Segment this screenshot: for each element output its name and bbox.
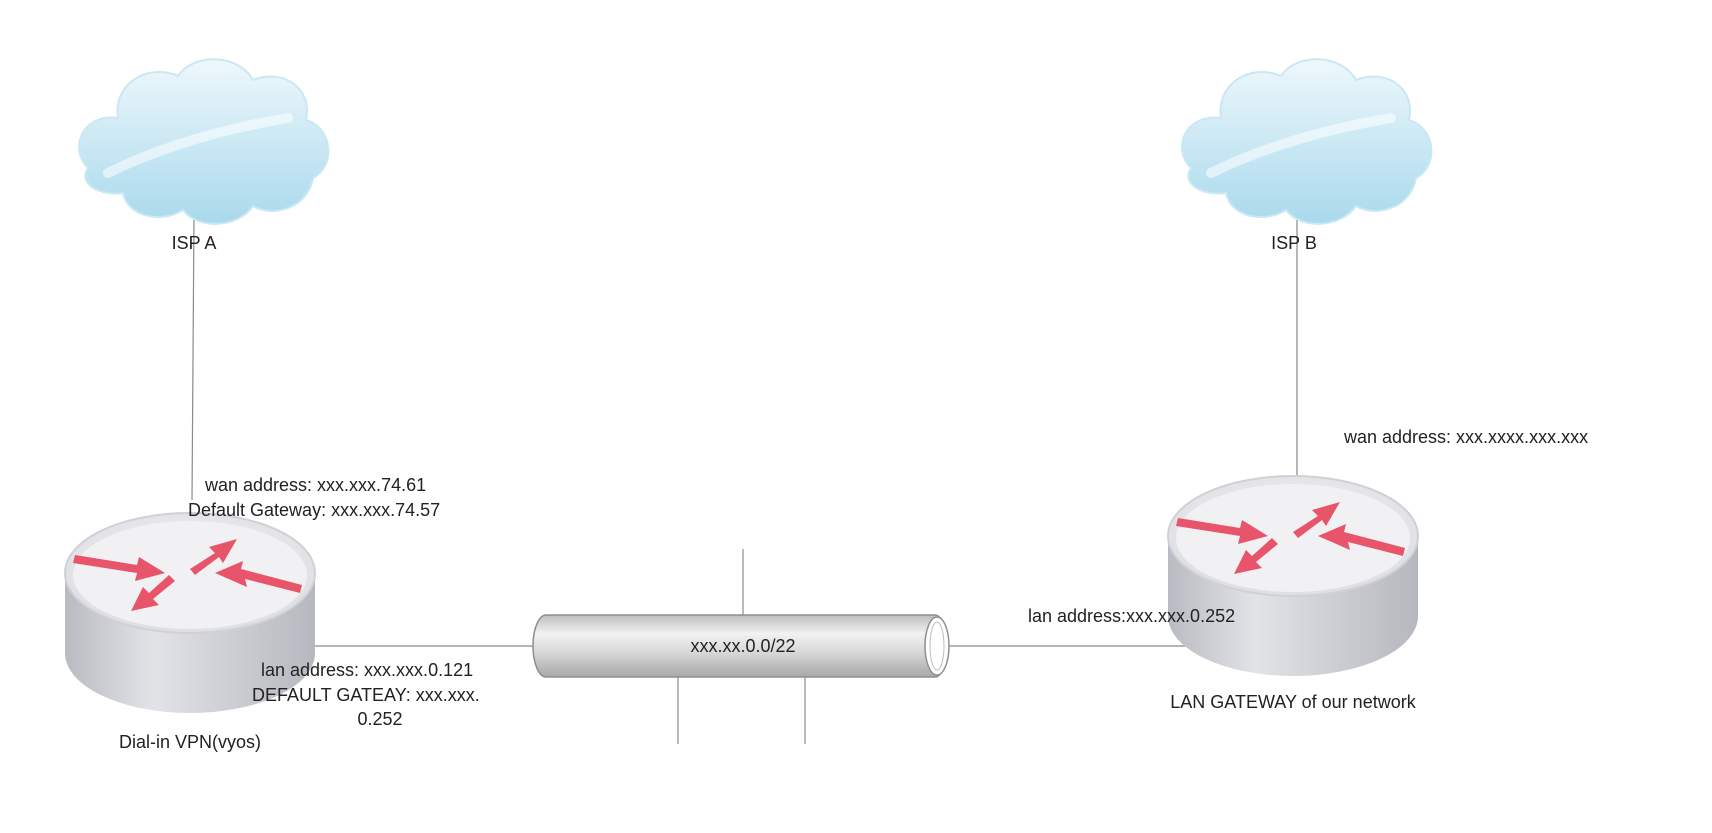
lan-gateway-router-icon (1167, 475, 1419, 677)
subnet-label: xxx.xx.0.0/22 (690, 636, 796, 656)
vpn-lan-default-gateway: DEFAULT GATEAY: xxx.xxx. (252, 685, 480, 705)
vpn-router-label: Dial-in VPN(vyos) (118, 732, 262, 752)
gateway-router-label: LAN GATEWAY of our network (1170, 692, 1416, 712)
cloud-isp-a-icon (79, 59, 328, 224)
vpn-wan-address: wan address: xxx.xxx.74.61 (205, 475, 427, 495)
isp-a-label: ISP A (171, 233, 217, 253)
gateway-lan-address: lan address:xxx.xxx.0.252 (1028, 606, 1236, 626)
vpn-router-icon (64, 512, 316, 714)
line-ispa-vpn (191, 214, 195, 501)
vpn-lan-default-gateway-cont: 0.252 (357, 709, 403, 729)
gateway-wan-address: wan address: xxx.xxxx.xxx.xxx (1344, 427, 1589, 447)
isp-b-label: ISP B (1271, 233, 1317, 253)
cloud-isp-b-icon (1182, 59, 1431, 224)
subnet-pipe-icon (532, 614, 950, 678)
vpn-default-gateway: Default Gateway: xxx.xxx.74.57 (188, 500, 441, 520)
vpn-lan-address: lan address: xxx.xxx.0.121 (261, 660, 474, 680)
